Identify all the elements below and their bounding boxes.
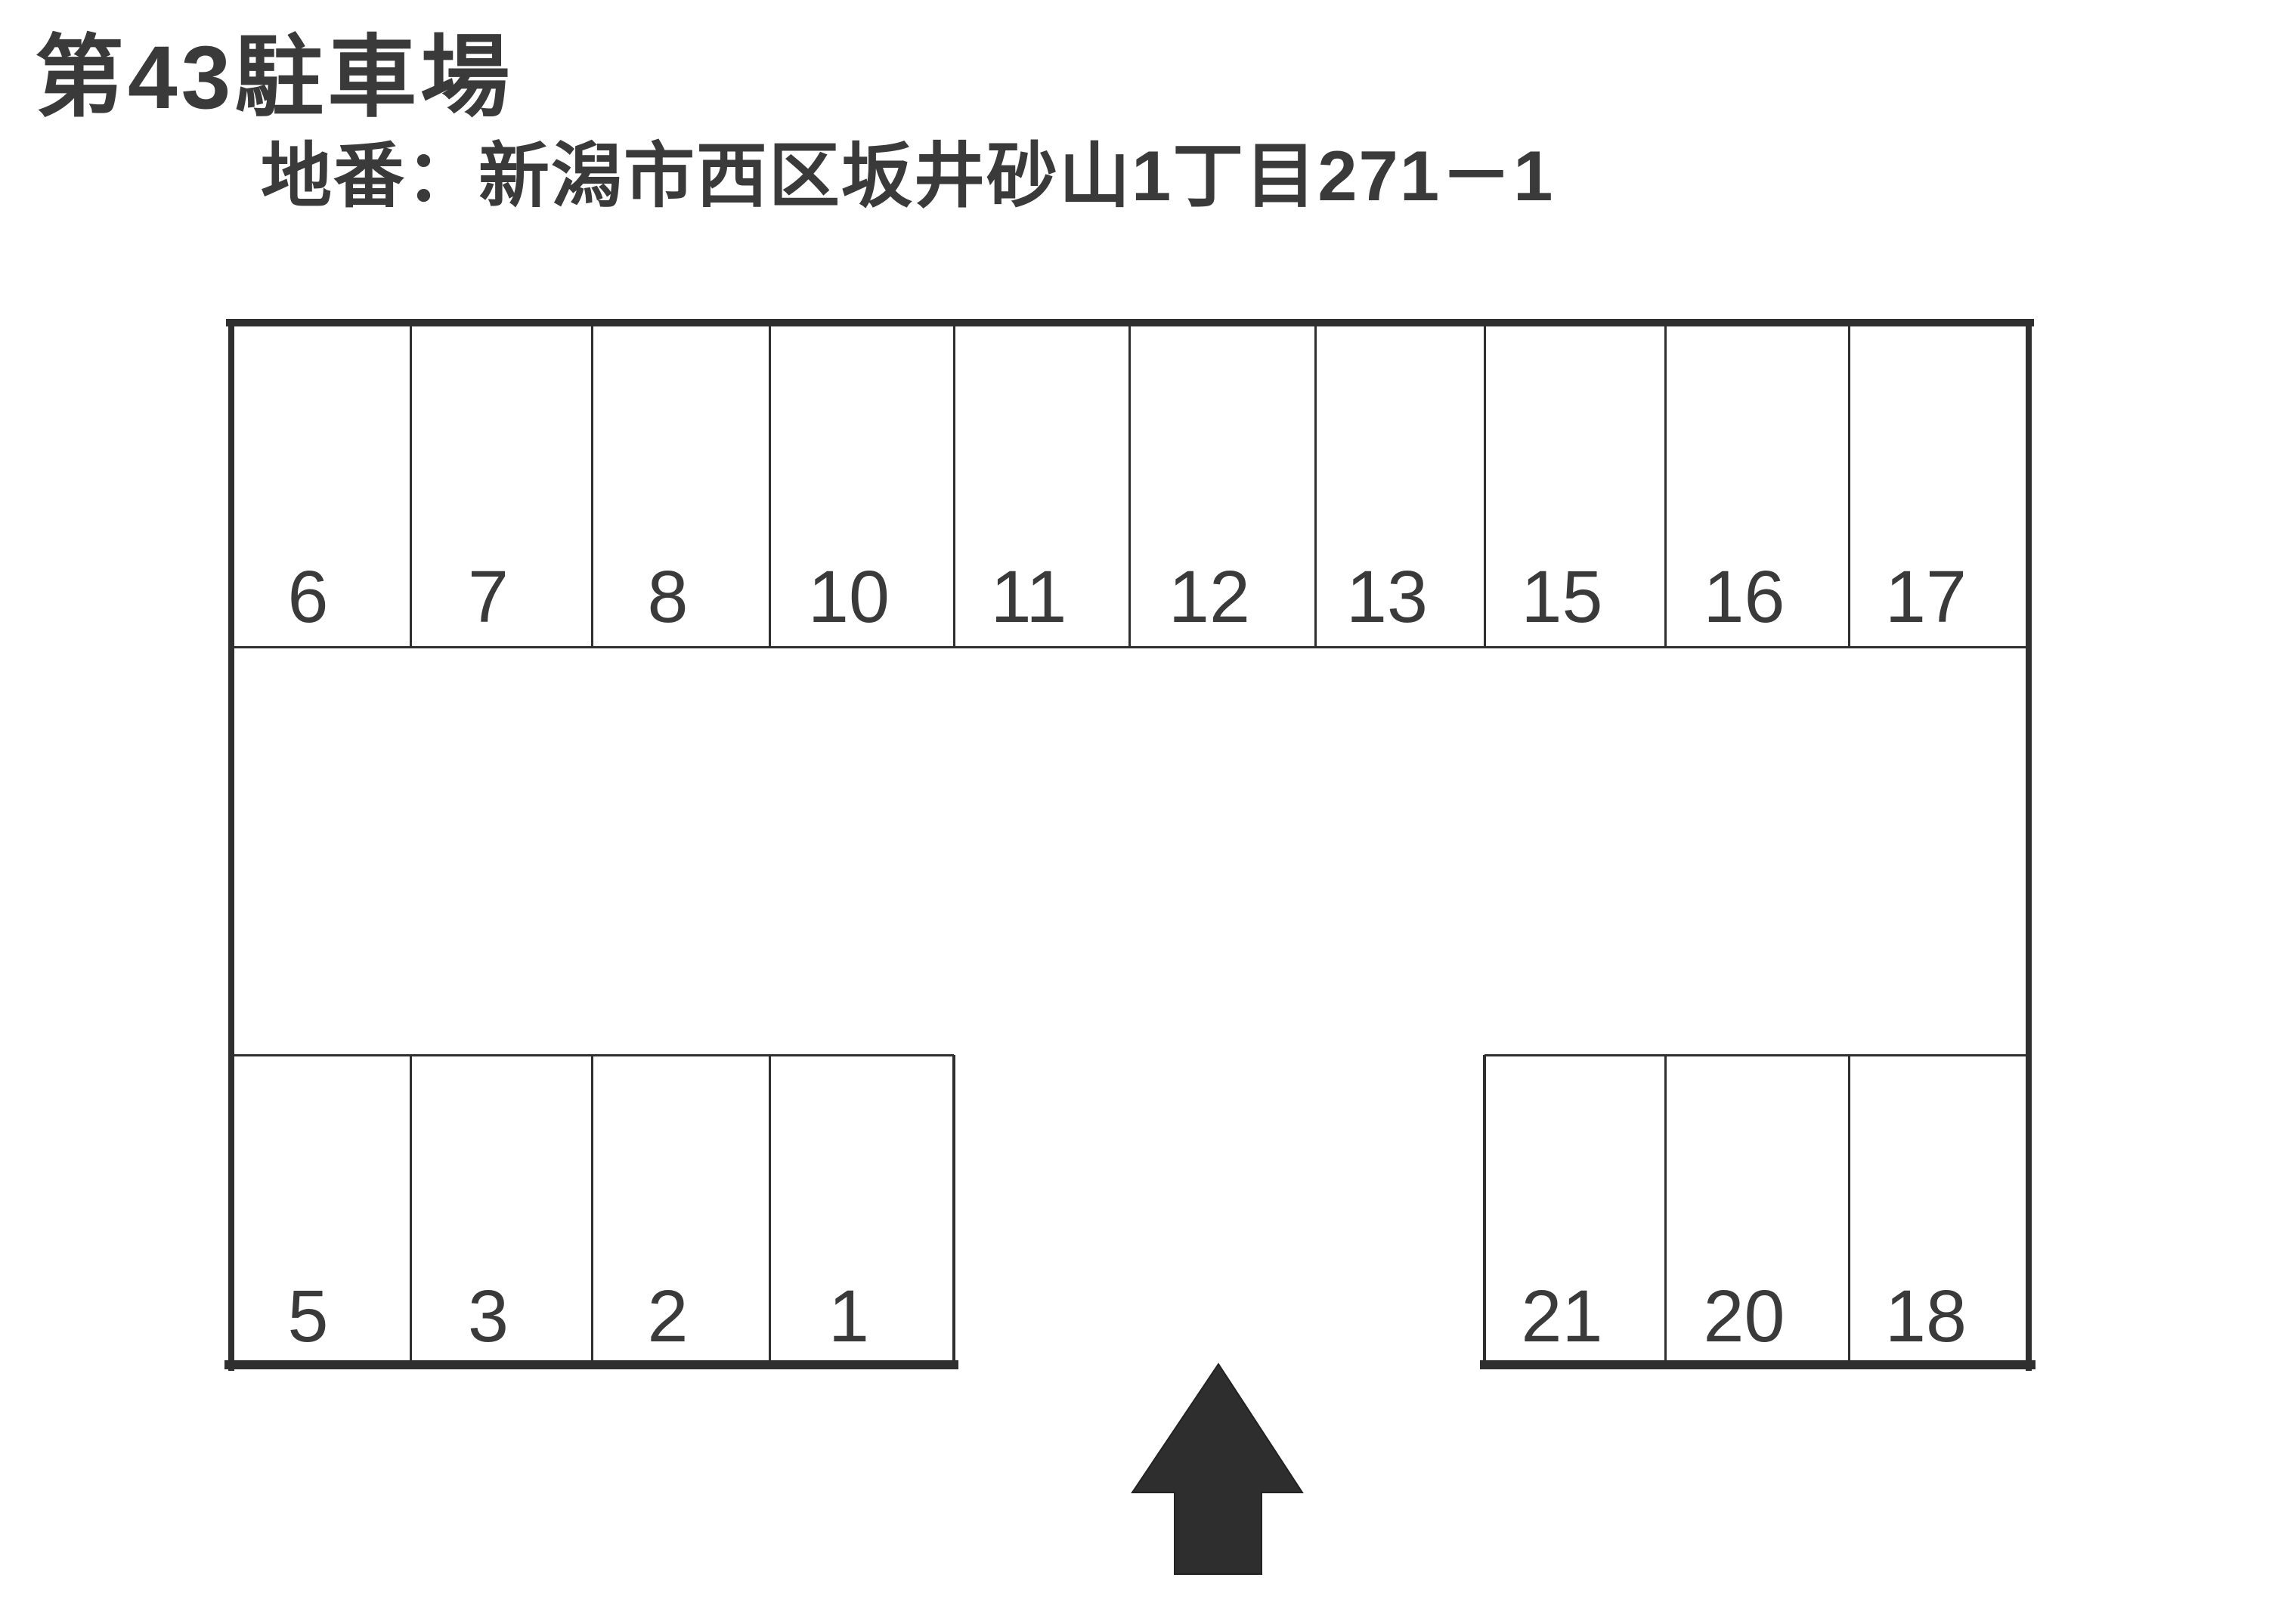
stall-divider-line xyxy=(1664,323,1667,647)
parking-space-number: 20 xyxy=(1703,1275,1785,1357)
entrance-up-arrow-icon xyxy=(1131,1363,1304,1575)
bottom-right-block-top-line xyxy=(1484,1053,2029,1056)
parking-space-number: 15 xyxy=(1521,555,1603,638)
stall-divider-line xyxy=(1847,323,1850,647)
lot-outer-bottom-border-right xyxy=(1480,1360,2035,1369)
page-subtitle: 地番：新潟市西区坂井砂山1丁目271－1 xyxy=(261,136,1555,215)
stall-divider-line xyxy=(590,1055,593,1365)
parking-space-number: 12 xyxy=(1169,555,1250,638)
lot-outer-bottom-border-left xyxy=(224,1360,958,1369)
parking-space-number: 10 xyxy=(808,555,890,638)
stall-divider-line xyxy=(409,323,412,647)
stall-divider-line xyxy=(1483,323,1486,647)
stall-divider-line xyxy=(768,1055,771,1365)
stall-divider-line xyxy=(409,1055,412,1365)
top-row-bottom-line xyxy=(231,645,2029,648)
lot-outer-right-border xyxy=(2026,319,2032,1371)
parking-space-number: 7 xyxy=(468,555,509,638)
parking-space-number: 5 xyxy=(287,1275,329,1357)
parking-space-number: 13 xyxy=(1346,555,1428,638)
lot-outer-left-border xyxy=(228,319,234,1371)
stall-divider-line xyxy=(768,323,771,647)
parking-space-number: 17 xyxy=(1885,555,1967,638)
stall-divider-line xyxy=(952,323,955,647)
parking-space-number: 6 xyxy=(287,555,329,638)
parking-space-number: 18 xyxy=(1885,1275,1967,1357)
stall-divider-line xyxy=(1664,1055,1667,1365)
parking-space-number: 3 xyxy=(468,1275,509,1357)
parking-space-number: 1 xyxy=(828,1275,869,1357)
stall-divider-line xyxy=(1128,323,1131,647)
bottom-left-block-right-line xyxy=(952,1055,955,1365)
bottom-right-block-left-line xyxy=(1483,1055,1486,1365)
stall-divider-line xyxy=(1847,1055,1850,1365)
parking-space-number: 8 xyxy=(647,555,689,638)
page-title: 第43駐車場 xyxy=(35,28,514,128)
parking-space-number: 16 xyxy=(1703,555,1785,638)
parking-space-number: 11 xyxy=(990,555,1067,638)
parking-space-number: 21 xyxy=(1521,1275,1603,1357)
stall-divider-line xyxy=(1314,323,1317,647)
parking-space-number: 2 xyxy=(647,1275,689,1357)
stall-divider-line xyxy=(590,323,593,647)
